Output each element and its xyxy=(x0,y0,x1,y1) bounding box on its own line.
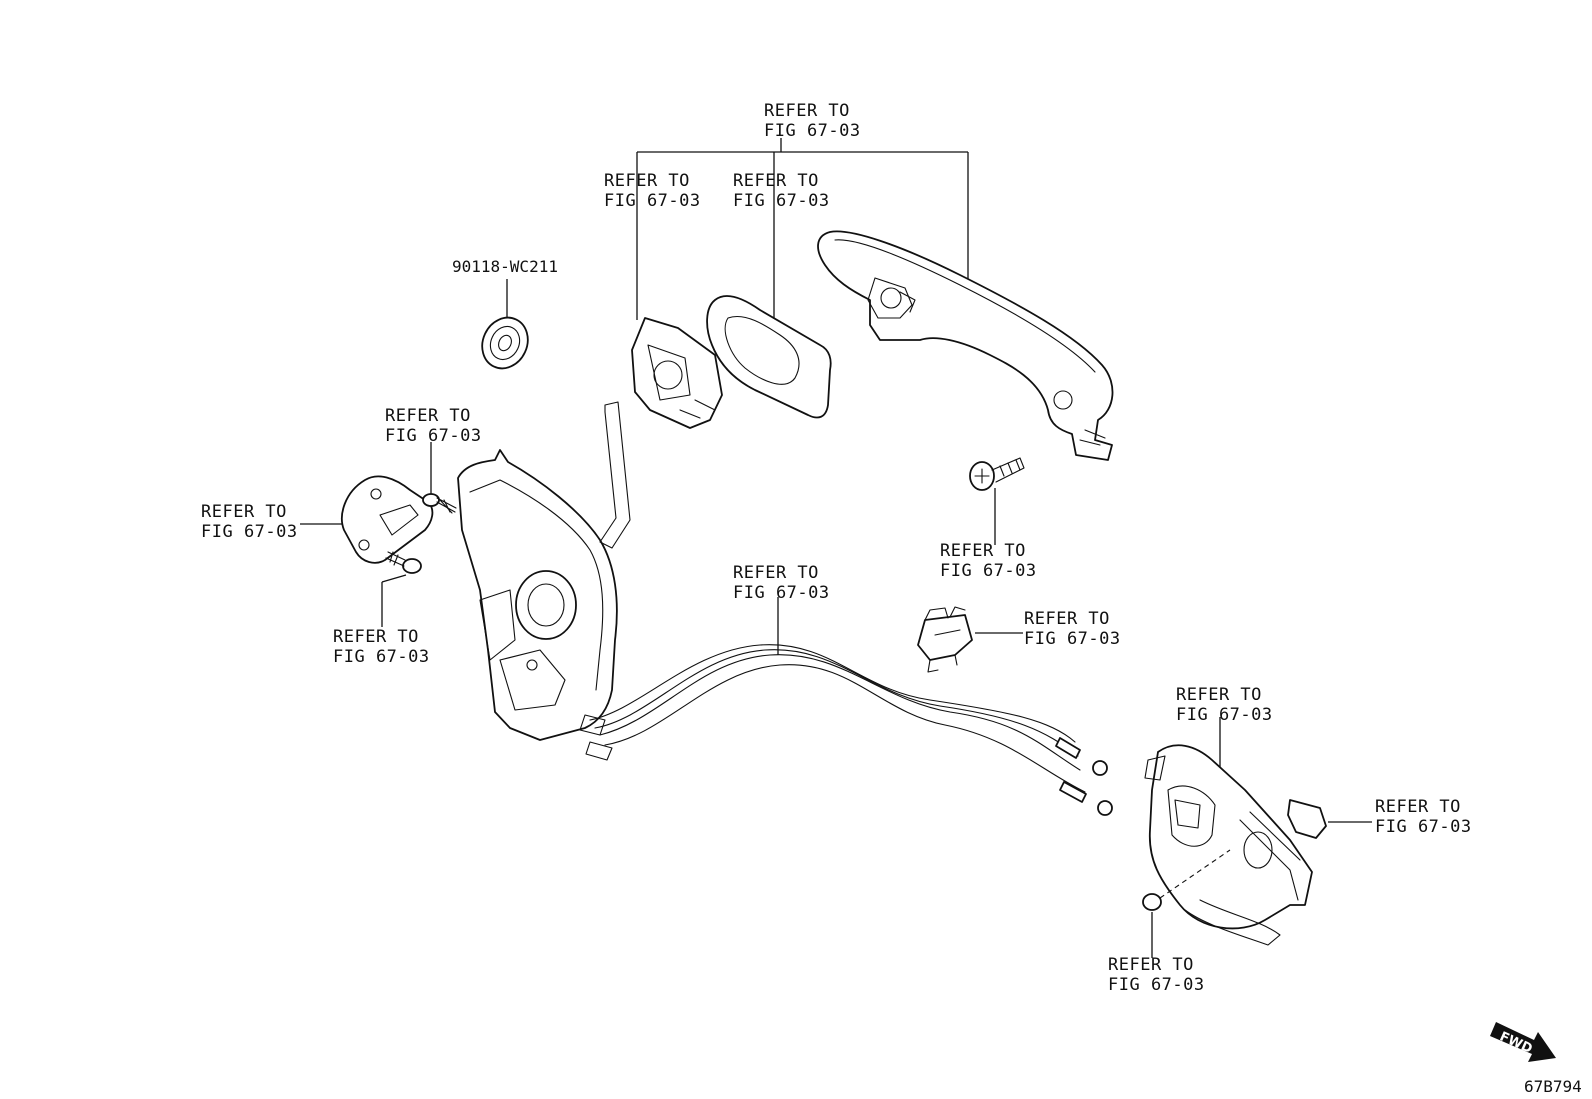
ref-lower-screw-label-line1: REFER TO xyxy=(333,627,419,647)
ref-top-label-line1: REFER TO xyxy=(764,101,850,121)
inside-door-handle xyxy=(1144,744,1313,946)
handle-cover xyxy=(631,317,723,429)
ref-cable-label-line2: FIG 67-03 xyxy=(733,583,830,603)
handle-gasket xyxy=(706,295,832,419)
ref-inner-handle-label-line1: REFER TO xyxy=(1176,685,1262,705)
ref-clip-label-line2: FIG 67-03 xyxy=(1024,629,1121,649)
ref-gasket-label-line2: FIG 67-03 xyxy=(733,191,830,211)
striker-screw-lower xyxy=(385,551,422,574)
door-striker xyxy=(341,475,434,564)
ref-clip-label-line1: REFER TO xyxy=(1024,609,1110,629)
ref-bolt-label-line2: FIG 67-03 xyxy=(940,561,1037,581)
ref-cap-label-line1: REFER TO xyxy=(1375,797,1461,817)
ref-cap-label-line2: FIG 67-03 xyxy=(1375,817,1472,837)
ref-inner-screw-label-line1: REFER TO xyxy=(1108,955,1194,975)
ref-lower-screw-label-line2: FIG 67-03 xyxy=(333,647,430,667)
ref-cover-label-line2: FIG 67-03 xyxy=(604,191,701,211)
ref-inner-screw-label-line2: FIG 67-03 xyxy=(1108,975,1205,995)
outside-door-handle xyxy=(817,230,1114,461)
ref-striker-label-line1: REFER TO xyxy=(201,502,287,522)
fwd-arrow-icon: FWD xyxy=(1490,1022,1556,1062)
ref-striker-label-line2: FIG 67-03 xyxy=(201,522,298,542)
diagram-code: 67B794 xyxy=(1524,1077,1582,1096)
grommet-part-number: 90118-WC211 xyxy=(452,257,558,276)
ref-gasket-label-line1: REFER TO xyxy=(733,171,819,191)
handle-cap xyxy=(1287,799,1327,839)
grommet xyxy=(481,316,529,370)
door-lock-cables xyxy=(579,644,1113,816)
ref-bolt-label-line1: REFER TO xyxy=(940,541,1026,561)
ref-top-label-line2: FIG 67-03 xyxy=(764,121,861,141)
striker-screw-upper xyxy=(422,493,457,514)
door-lock-assembly xyxy=(457,401,631,741)
mounting-bolt xyxy=(969,457,1025,491)
cable-clip xyxy=(917,606,973,673)
ref-striker-screw-label-line2: FIG 67-03 xyxy=(385,426,482,446)
callout-labels: REFER TO FIG 67-03 REFER TO FIG 67-03 RE… xyxy=(201,101,1472,995)
ref-cover-label-line1: REFER TO xyxy=(604,171,690,191)
ref-cable-label-line1: REFER TO xyxy=(733,563,819,583)
ref-inner-handle-label-line2: FIG 67-03 xyxy=(1176,705,1273,725)
ref-striker-screw-label-line1: REFER TO xyxy=(385,406,471,426)
inner-handle-screw xyxy=(1142,849,1231,911)
